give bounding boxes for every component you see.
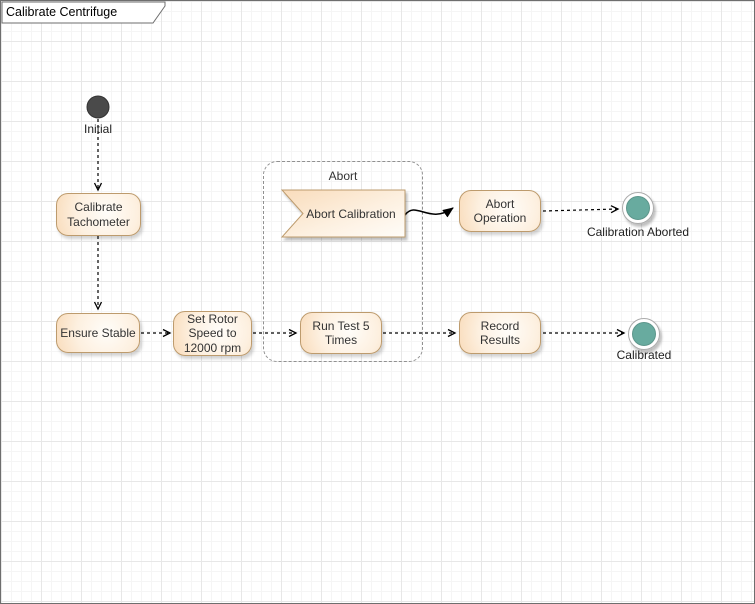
- final-node-core: [626, 196, 650, 220]
- activity-ensure-stable[interactable]: Ensure Stable: [56, 313, 140, 353]
- edge-abort-calibration-to-abort-operation[interactable]: [404, 207, 454, 218]
- receive-signal-abort-calibration[interactable]: [280, 189, 406, 238]
- receive-signal-label: Abort Calibration: [306, 206, 396, 221]
- frame-title-tab[interactable]: [1, 1, 166, 24]
- abort-container[interactable]: Abort: [263, 161, 423, 362]
- activity-run-test-5-times[interactable]: Run Test 5 Times: [300, 312, 382, 354]
- initial-node-label: Initial: [83, 122, 112, 136]
- activity-abort-operation[interactable]: Abort Operation: [459, 190, 541, 232]
- final-node-calibrated[interactable]: [628, 318, 660, 350]
- final-node-calibration-aborted[interactable]: [622, 192, 654, 224]
- edge-abort-operation-to-calibration-aborted[interactable]: [542, 205, 620, 214]
- final-node-core: [632, 322, 656, 346]
- activity-calibrate-tachometer[interactable]: Calibrate Tachometer: [56, 193, 141, 236]
- calibrated-label: Calibrated: [616, 348, 672, 362]
- diagram-title: Calibrate Centrifuge: [6, 5, 118, 19]
- calibration-aborted-label: Calibration Aborted: [586, 225, 690, 239]
- initial-node[interactable]: [86, 95, 110, 119]
- activity-record-results[interactable]: Record Results: [459, 312, 541, 354]
- abort-container-title: Abort: [328, 169, 358, 183]
- activity-set-rotor-speed[interactable]: Set Rotor Speed to 12000 rpm: [173, 311, 252, 356]
